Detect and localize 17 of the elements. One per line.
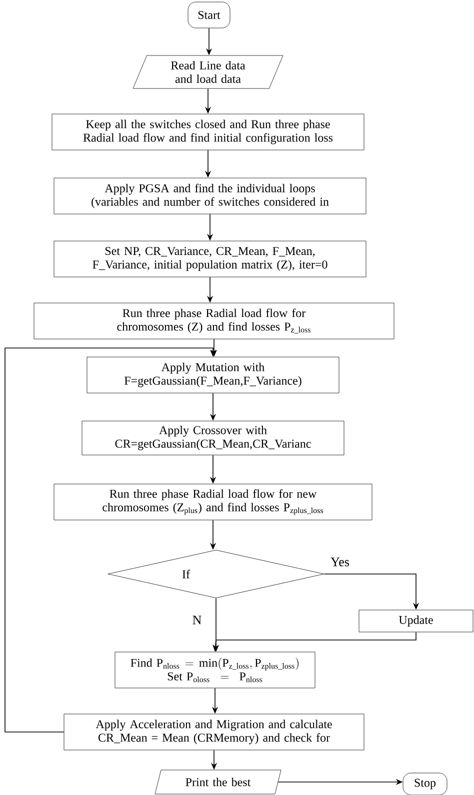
process-box: Apply PGSA and find the individual loops (variables and number of switches considered in [54, 178, 366, 214]
input-output-box: Read Line data and load data [132, 55, 284, 89]
process-box: Update [358, 610, 474, 632]
process-box: Apply Acceleration and Migration and calculate CR_Mean = Mean (CRMemory) and check for [64, 714, 364, 750]
input-output-box: Print the best [154, 770, 282, 794]
terminal-box: Stop [402, 772, 448, 795]
process-box: Run three phase Radial load flow for new chromosomes (Z$_{plus}$) and find losses $\mathrm{P}_{\mathrm{zplus\_loss}}$ [54, 484, 372, 520]
arrow [4, 348, 216, 732]
process-box: Apply Crossover with CR=getGaussian(CR_Mean,CR_Varianc [82, 420, 344, 456]
edge-label: Yes [330, 556, 350, 568]
process-box: $\text{Find }\mathrm{P}_{\mathrm{nloss}}=\mathrm{min}(\mathrm{P}_{\mathrm{z\_loss}},\mathrm{P}_{\mathrm{zplus\_loss}})$ $\text{Set }\mathrm{P}_{\mathrm{oloss}}=\mathrm{P}_{\mathrm{nloss}}$ [114, 652, 316, 688]
edge-label: N [191, 614, 203, 626]
process-box: Keep all the switches closed and Run three phase Radial load flow and find initial configuration loss [52, 114, 364, 150]
process-box: Apply Mutation with F=getGaussian(F_Mean,F_Variance) [86, 356, 340, 394]
process-box: Set NP, CR_Variance, CR_Mean, F_Mean, F_Variance, initial population matrix (Z), iter=0 [54, 240, 366, 278]
process-box: Run three phase Radial load flow for chromosomes (Z) and find losses $\mathrm{P}_{\mathrm{z\_loss}}$ [34, 302, 394, 340]
terminal-box: Start [188, 2, 230, 28]
